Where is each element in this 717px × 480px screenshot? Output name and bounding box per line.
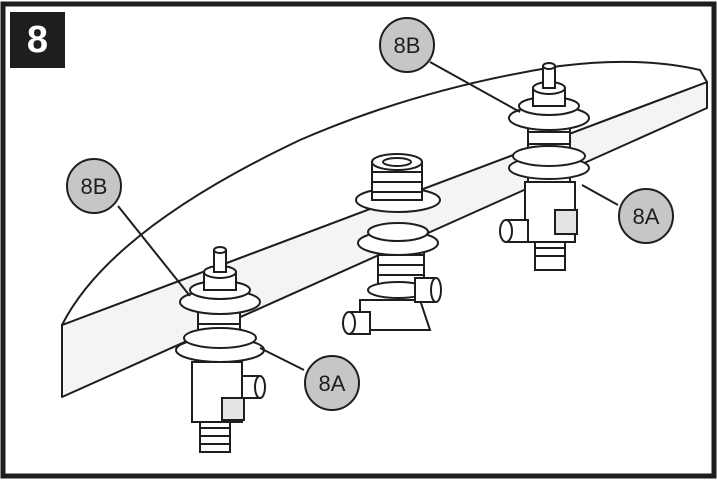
callout-leaders: [117, 61, 619, 371]
callout-8b-left-label: 8B: [81, 174, 108, 199]
callout-8a-right-label: 8A: [633, 204, 660, 229]
leader-right: [581, 184, 619, 206]
callout-8b-top-label: 8B: [394, 33, 421, 58]
callout-8a-right: 8A: [618, 188, 674, 244]
leader-bottom: [259, 347, 305, 371]
left-valve: [175, 246, 266, 453]
step-number: 8: [26, 18, 49, 61]
callout-8a-bottom-label: 8A: [319, 371, 346, 396]
center-spout-valve: [342, 153, 442, 335]
step-number-badge: 8: [10, 12, 65, 68]
callout-8b-top: 8B: [379, 17, 435, 73]
right-valve: [499, 62, 590, 271]
leader-top-right: [429, 61, 521, 113]
callout-8a-bottom: 8A: [304, 355, 360, 411]
callout-8b-left: 8B: [66, 158, 122, 214]
leader-left: [117, 205, 191, 297]
